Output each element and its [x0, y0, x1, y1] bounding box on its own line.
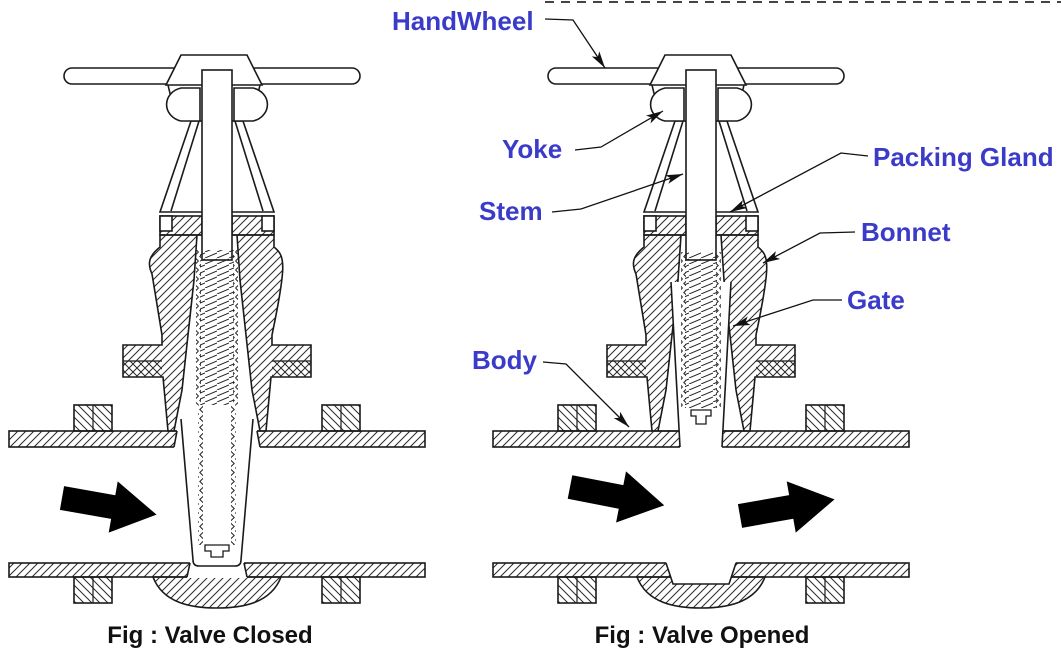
- gate-wedge-closed-drawing: [180, 418, 254, 567]
- leader-body: [542, 361, 633, 431]
- leader-yoke: [574, 106, 666, 151]
- leader-handwheel: [544, 18, 610, 72]
- valve-closed-drawing: [8, 54, 426, 609]
- flow-arrow-icon: [56, 471, 162, 542]
- leader-bonnet: [760, 231, 856, 268]
- label-body: Body: [472, 345, 538, 375]
- valve-opened-drawing: [492, 54, 910, 609]
- label-handwheel: HandWheel: [392, 6, 534, 36]
- label-gate: Gate: [847, 285, 905, 315]
- leader-packing-gland: [727, 152, 869, 217]
- leader-lines: [542, 18, 869, 431]
- label-packing-gland: Packing Gland: [873, 142, 1054, 172]
- label-stem: Stem: [479, 196, 543, 226]
- label-yoke: Yoke: [502, 134, 562, 164]
- label-bonnet: Bonnet: [861, 217, 951, 247]
- threaded-stem-drawing: [681, 252, 721, 408]
- threaded-stem-drawing: [196, 250, 238, 545]
- flow-arrow-icon: [734, 472, 840, 543]
- leader-stem: [551, 169, 686, 213]
- caption-valve-closed: Fig : Valve Closed: [107, 622, 312, 649]
- caption-valve-opened: Fig : Valve Opened: [595, 622, 810, 649]
- flow-arrow-icon: [564, 460, 670, 532]
- leader-gate: [730, 299, 842, 331]
